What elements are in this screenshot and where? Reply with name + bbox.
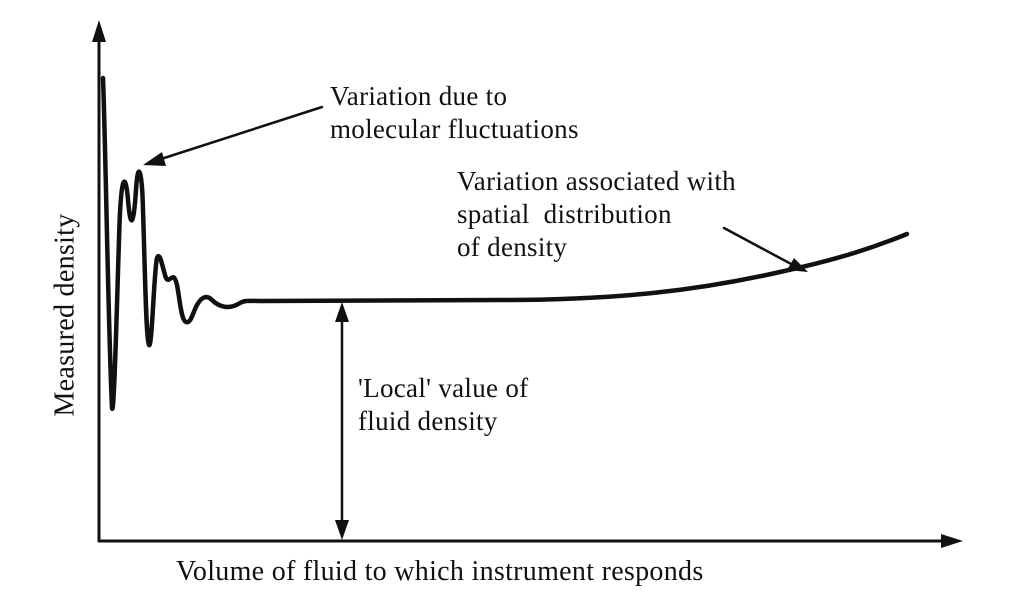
y-axis-arrowhead [92,20,106,42]
local-value-arrowhead-top [335,302,349,322]
annotation-line: fluid density [358,406,498,436]
annotation-line: spatial distribution [457,199,672,229]
molecular-pointer-arrowhead [143,152,166,166]
molecular-pointer-line [156,105,324,162]
annotation-line: molecular fluctuations [330,114,579,144]
annotation-spatial-distribution: Variation associated with spatial distri… [457,165,736,264]
x-axis-arrowhead [941,534,963,548]
density-curve [100,75,910,411]
annotation-line: 'Local' value of [358,373,529,403]
local-value-arrowhead-bottom [335,520,349,540]
x-axis-label: Volume of fluid to which instrument resp… [176,556,704,587]
spatial-pointer-line [722,226,795,267]
annotation-line: Variation associated with [457,166,736,196]
annotation-line: of density [457,232,568,262]
annotation-line: Variation due to [330,81,508,111]
spatial-pointer-arrowhead [787,258,808,272]
y-axis-label: Measured density [49,213,81,417]
annotation-local-value: 'Local' value of fluid density [358,372,528,438]
annotation-molecular-fluctuations: Variation due to molecular fluctuations [330,80,579,146]
